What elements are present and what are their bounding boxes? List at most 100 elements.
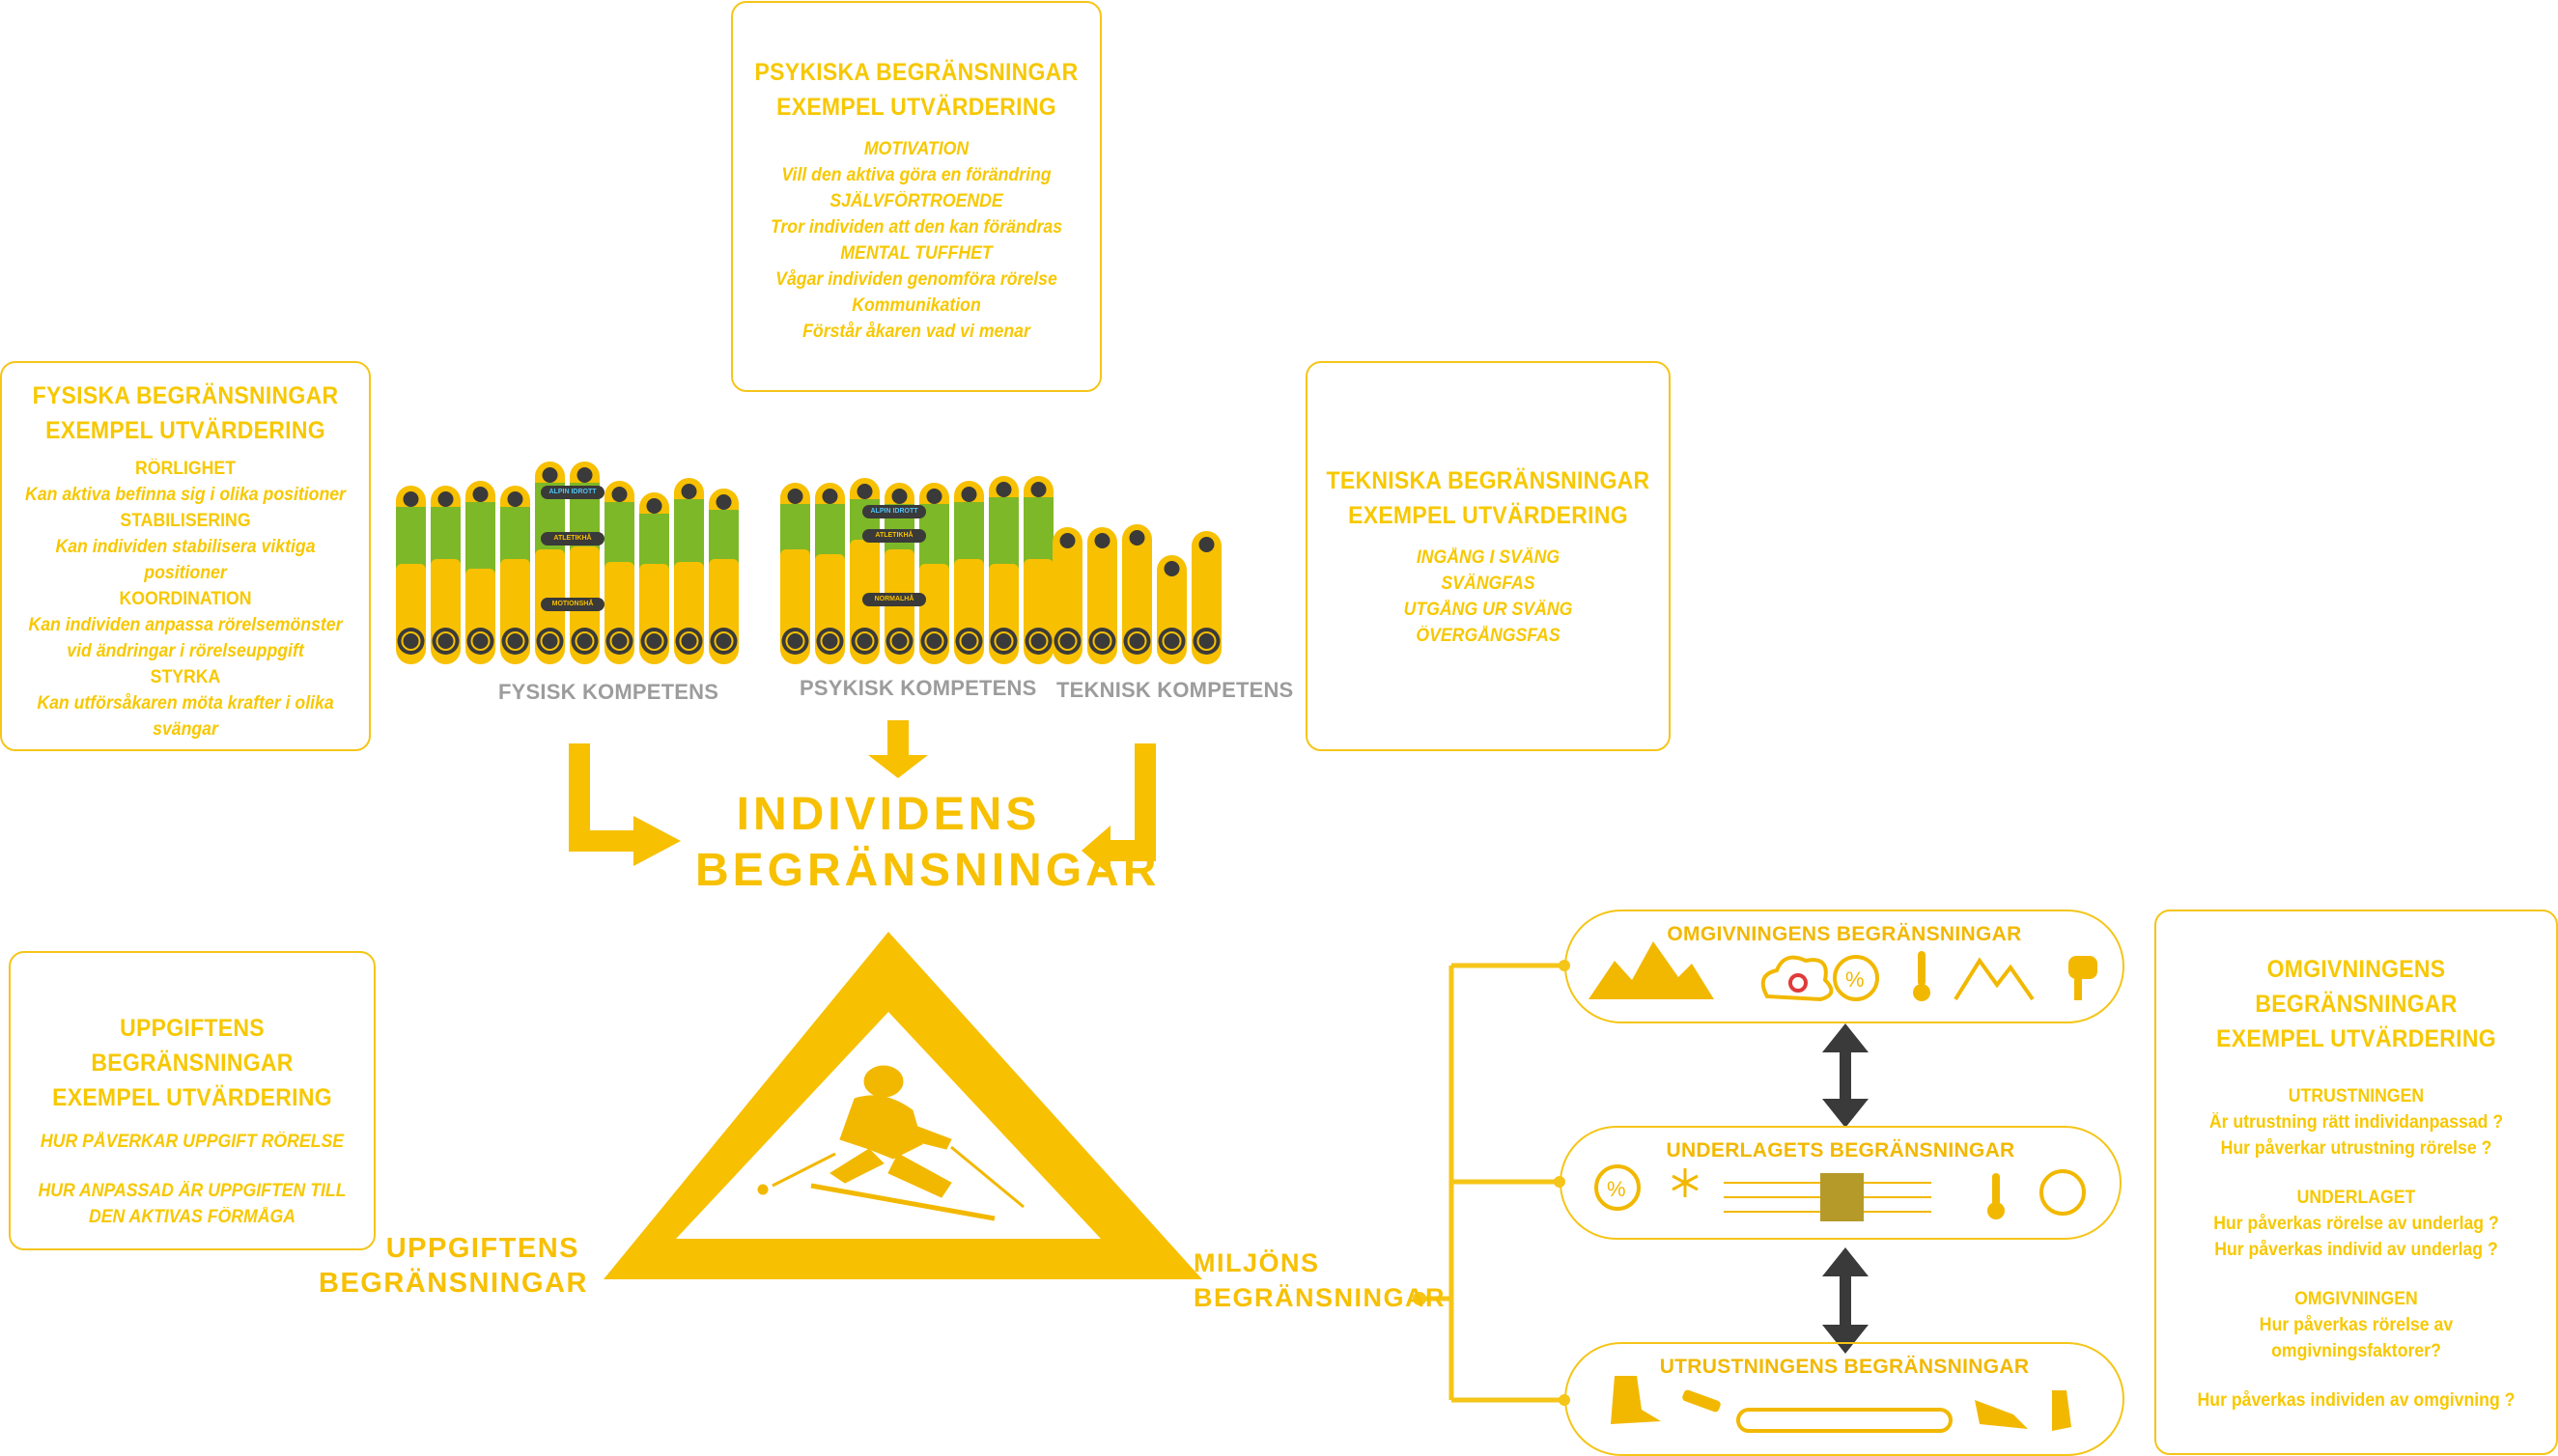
psy-lines-line-4: MENTAL TUFFHET [840,243,993,264]
tekniska-box: TEKNISKA BEGRÄNSNINGAR EXEMPEL UTVÄRDERI… [1306,361,1671,751]
fysisk-competence-bars [396,462,739,664]
uppgiftens-line-2: BEGRÄNSNINGAR [319,1268,588,1299]
humidity-icon: % [1833,955,1879,1001]
omgivningens-lines: UTRUSTNINGEN Är utrustning rätt individan… [2156,1083,2556,1414]
bars-fysisk-bar-8 [674,478,704,664]
teknisk-kompetens-label: TEKNISK KOMPETENS [1056,678,1294,702]
arrow-teknisk-to-individens [1082,743,1156,876]
psy-lines-line-5: Vågar individen genomföra rörelse [775,269,1057,290]
bar-label-alpin-psykisk: ALPIN IDROTT [862,505,926,518]
omgivningens-pill-title: OMGIVNINGENS BEGRÄNSNINGAR [1667,923,2022,945]
uppgiftens-box: UPPGIFTENS BEGRÄNSNINGAR EXEMPEL UTVÄRDE… [9,951,376,1250]
bar-label-normal-psykisk: NORMALHÅ [862,593,926,606]
double-arrow-omgivning-underlag [1822,1023,1869,1128]
fys-lines-line-2: STABILISERING [120,511,251,531]
bar-label-atlet-psykisk: ATLETIKHÅ [862,529,926,543]
fysiska-title-1: FYSISKA BEGRÄNSNINGAR [32,382,339,409]
bar-label-alpin-fysisk: ALPIN IDROTT [541,486,604,499]
omg-lines-line-6: Hur påverkas individ av underlag ? [2214,1240,2498,1260]
upp-lines-line-2: HUR ANPASSAD ÄR UPPGIFTEN TILL [38,1181,347,1201]
fysiska-title-2: EXEMPEL UTVÄRDERING [45,417,325,444]
bars-fysisk-bar-6 [604,481,634,664]
psy-lines-line-3: Tror individen att den kan förändras [770,217,1063,238]
fys-lines-line-3: Kan individen stabilisera viktiga [55,537,316,557]
bar-label-atlet-fysisk: ATLETIKHÅ [541,532,604,546]
fys-lines-line-1: Kan aktiva befinna sig i olika positione… [25,485,346,505]
omg-lines-line-10: omgivningsfaktorer? [2271,1341,2441,1361]
bars-fysisk-bar-0 [396,486,426,664]
omgivningens-pill: OMGIVNINGENS BEGRÄNSNINGAR [1564,910,2124,1023]
bars-fysisk-bar-7 [639,492,669,664]
bars-fysisk-bar-9 [709,489,739,664]
tek-lines-line-2: UTGÅNG UR SVÄNG [1403,600,1573,620]
uppgiftens-line-1: UPPGIFTENS [385,1233,579,1264]
psykiska-title-2: EXEMPEL UTVÄRDERING [776,94,1056,121]
individens-line-1: INDIVIDENS [736,789,1041,840]
spacer [2156,1364,2556,1387]
psy-lines-line-7: Förstår åkaren vad vi menar [802,322,1030,342]
omgivningens-box: OMGIVNINGENS BEGRÄNSNINGAR EXEMPEL UTVÄR… [2154,910,2558,1455]
omg-lines-line-0: UTRUSTNINGEN [2288,1086,2425,1106]
fys-lines-line-8: STYRKA [150,667,221,687]
spacer [11,1155,374,1178]
fys-lines-line-7: vid ändringar i rörelseuppgift [67,641,304,661]
fysiska-box: FYSISKA BEGRÄNSNINGAR EXEMPEL UTVÄRDERIN… [0,361,371,751]
svg-text:%: % [1845,967,1865,992]
bars-teknisk-bar-4 [1192,531,1222,664]
altitude-icon [1954,957,2035,1001]
omg-lines-line-9: Hur påverkas rörelse av [2259,1315,2454,1335]
bars-psykisk-bar-0 [780,483,810,664]
tek-lines-line-3: ÖVERGÅNGSFAS [1416,626,1560,646]
binding-icon [1682,1389,1721,1413]
underlagets-pill-title: UNDERLAGETS BEGRÄNSNINGAR [1666,1139,2015,1162]
tek-lines-line-0: INGÅNG I SVÄNG [1416,547,1560,568]
tek-lines-line-1: SVÄNGFAS [1441,574,1535,594]
omg-lines-line-5: Hur påverkas rörelse av underlag ? [2213,1214,2499,1234]
omgivningens-title-1: OMGIVNINGENS BEGRÄNSNINGAR [2255,956,2458,1018]
omgivningens-title-2: EXEMPEL UTVÄRDERING [2216,1025,2496,1052]
bars-teknisk-bar-0 [1053,527,1082,664]
bars-teknisk-bar-2 [1122,524,1152,664]
omg-lines-line-2: Hur påverkar utrustning rörelse ? [2220,1138,2492,1159]
miljons-line-1: MILJÖNS [1194,1248,1320,1277]
underlagets-pill: UNDERLAGETS BEGRÄNSNINGAR [1560,1126,2122,1240]
psykisk-competence-bars [780,476,1054,664]
spacer [2156,1162,2556,1185]
omg-lines-line-8: OMGIVNINGEN [2294,1289,2418,1309]
bars-fysisk-bar-3 [500,486,530,664]
teknisk-competence-bars [1053,524,1222,664]
bars-teknisk-bar-3 [1157,555,1187,664]
fys-lines-line-6: Kan individen anpassa rörelsemönster [28,615,343,635]
utrustningens-pill-title: UTRUSTNINGENS BEGRÄNSNINGAR [1659,1356,2030,1378]
goggles-icon [1975,1400,2028,1429]
skier-icon [757,1065,1025,1221]
tekniska-title-1: TEKNISKA BEGRÄNSNINGAR [1326,467,1650,494]
fys-lines-line-9: Kan utförsåkaren möta krafter i olika [37,693,334,714]
bars-psykisk-bar-6 [989,476,1019,664]
thermometer-icon [1913,951,1930,1001]
psykisk-kompetens-label: PSYKISK KOMPETENS [800,676,1037,700]
miljons-label: MILJÖNS BEGRÄNSNINGAR [1194,1246,1445,1315]
upp-lines-line-0: HUR PÅVERKAR UPPGIFT RÖRELSE [40,1132,345,1152]
psykiska-box: PSYKISKA BEGRÄNSNINGAR EXEMPEL UTVÄRDERI… [731,1,1102,392]
utrustningens-pill: UTRUSTNINGENS BEGRÄNSNINGAR [1564,1342,2124,1456]
bars-psykisk-bar-1 [815,483,845,664]
psykiska-title-1: PSYKISKA BEGRÄNSNINGAR [754,59,1079,86]
psy-lines-line-2: SJÄLVFÖRTROENDE [829,191,1003,211]
individens-line-2: BEGRÄNSNINGAR [695,845,1161,896]
uppgiftens-title-1: UPPGIFTENS BEGRÄNSNINGAR [91,1015,294,1077]
omg-lines-line-1: Är utrustning rätt individanpassad ? [2208,1112,2504,1133]
omg-lines-line-4: UNDERLAGET [2296,1188,2416,1208]
upp-lines-line-3: DEN AKTIVAS FÖRMÅGA [88,1207,295,1227]
bars-fysisk-bar-2 [465,481,495,664]
ski-boot-icon [1611,1376,1661,1424]
bars-psykisk-bar-5 [954,481,984,664]
spacer [2156,1263,2556,1286]
tekniska-lines: INGÅNG I SVÄNG SVÄNGFAS UTGÅNG UR SVÄNG ÖVE… [1307,545,1669,649]
fys-lines-line-10: svängar [153,719,218,740]
ski-icon [1736,1408,1953,1433]
uppgiftens-title-2: EXEMPEL UTVÄRDERING [52,1084,332,1111]
bar-label-motion-fysisk: MOTIONSHÅ [541,598,604,611]
